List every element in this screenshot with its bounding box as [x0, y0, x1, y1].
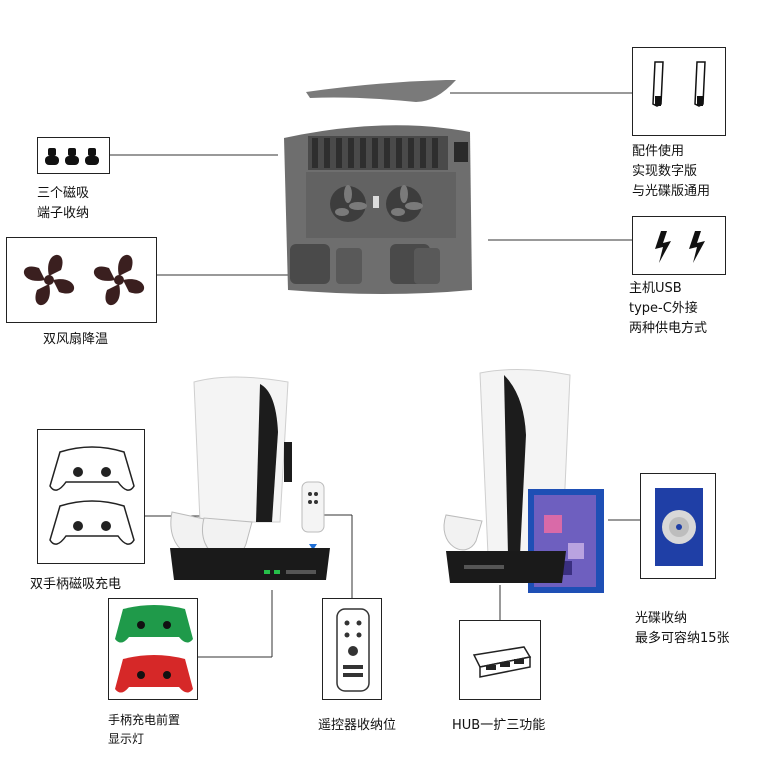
magnet-terminals-box: [37, 137, 110, 174]
dual-fan-box: [6, 237, 157, 323]
lightning-icon: [655, 231, 705, 263]
charge-indicator-box: [108, 598, 198, 700]
charge-indicator-label-2: 显示灯: [108, 732, 145, 746]
hub-label: HUB一扩三功能: [452, 718, 546, 733]
fan-icon: [23, 254, 145, 306]
gamepad-icon: [49, 446, 135, 545]
disc-storage-label-1: 光碟收纳: [635, 611, 688, 626]
adapter-label-3: 与光碟版通用: [632, 184, 711, 199]
console-controllers-illustration: [170, 376, 330, 580]
controller-charge-box: [37, 429, 145, 564]
remote-icon: [336, 608, 370, 692]
power-box: [632, 216, 726, 275]
indicator-gamepads-icon: [115, 605, 193, 693]
adapter-box: [632, 47, 726, 136]
usb-hub-icon: [472, 646, 532, 678]
adapter-label-1: 配件使用: [632, 144, 685, 159]
disc-icon: [655, 488, 703, 566]
adapter-pieces-icon: [652, 61, 706, 107]
power-label-2: type-C外接: [629, 301, 698, 316]
magnet-terminals-icon: [45, 148, 99, 165]
usb-hub-box: [459, 620, 541, 700]
remote-slot-label: 遥控器收纳位: [318, 718, 397, 733]
power-label-3: 两种供电方式: [629, 321, 708, 336]
disc-storage-label-2: 最多可容纳15张: [635, 631, 730, 646]
controller-charge-label: 双手柄磁吸充电: [30, 577, 122, 592]
charge-indicator-label-1: 手柄充电前置: [108, 713, 181, 727]
power-label-1: 主机USB: [629, 281, 682, 296]
dual-fan-label: 双风扇降温: [43, 332, 109, 347]
magnet-storage-label-2: 端子收纳: [37, 206, 90, 221]
console-discs-illustration: [443, 368, 604, 593]
magnet-storage-label-1: 三个磁吸: [37, 186, 90, 201]
adapter-label-2: 实现数字版: [632, 164, 698, 179]
disc-storage-box: [640, 473, 716, 579]
stand-illustration: [284, 80, 472, 294]
remote-slot-box: [322, 598, 382, 700]
